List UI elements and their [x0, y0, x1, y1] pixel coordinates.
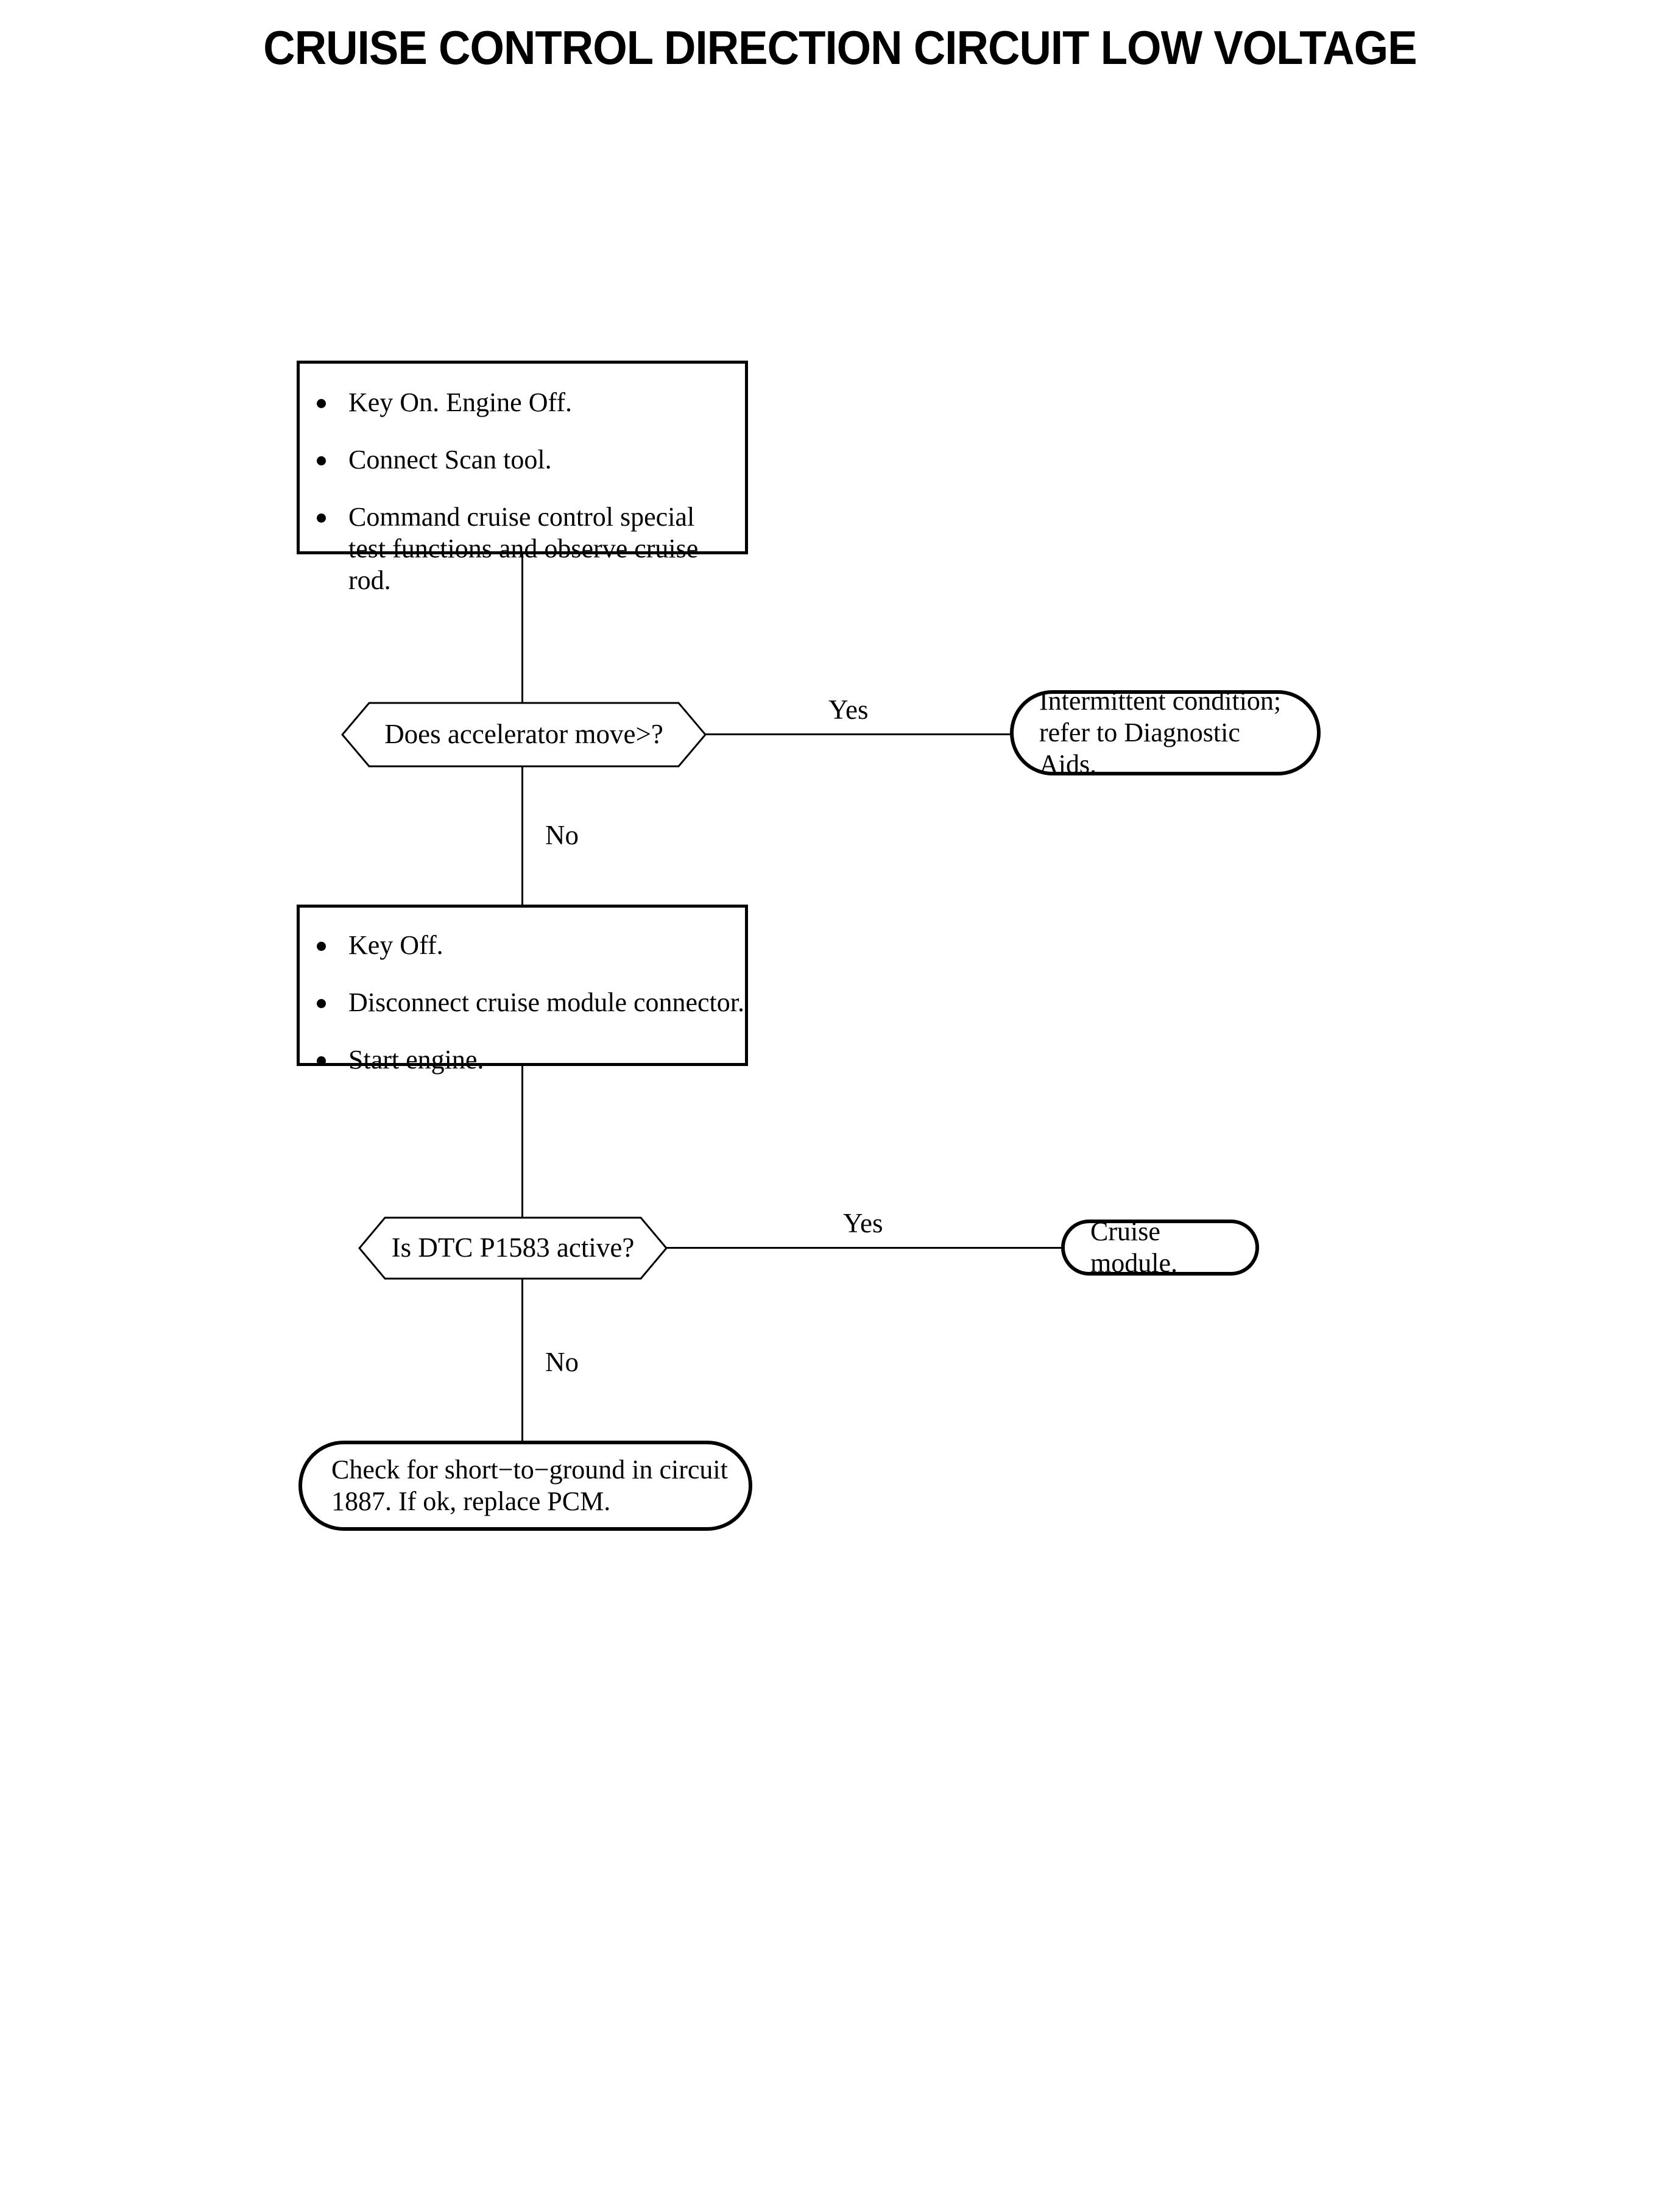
decision1-label: Does accelerator move>?	[384, 719, 663, 750]
outcome1-text-block: Intermittent condition; refer to Diagnos…	[1014, 685, 1317, 780]
list-item: Connect Scan tool.	[300, 444, 745, 476]
connector-step1-to-decision1	[521, 554, 523, 702]
edge-label-no-2: No	[545, 1347, 579, 1377]
connector-decision2-no	[521, 1279, 523, 1441]
connector-step2-to-decision2	[521, 1066, 523, 1217]
decision2-label: Is DTC P1583 active?	[391, 1232, 635, 1263]
step2-bullet-list: Key Off. Disconnect cruise module connec…	[300, 930, 745, 1076]
step2-bullet-1-text: Key Off.	[348, 930, 443, 960]
step1-bullet-1-text: Key On. Engine Off.	[348, 387, 572, 417]
outcome2-line-1: Cruise module.	[1090, 1216, 1177, 1278]
step2-bullet-3-text: Start engine.	[348, 1044, 484, 1075]
edge-label-yes-2: Yes	[843, 1208, 883, 1238]
process-box-step2: Key Off. Disconnect cruise module connec…	[297, 905, 748, 1075]
outcome1-line-1: Intermittent condition;	[1039, 686, 1282, 716]
step2-bullet-2-text: Disconnect cruise module connector.	[348, 987, 745, 1017]
outcome3-line-2: 1887. If ok, replace PCM.	[331, 1486, 611, 1516]
outcome1-line-2: refer to Diagnostic Aids.	[1039, 718, 1240, 779]
outcome3-text-block: Check for short−to−ground in circuit 188…	[302, 1454, 746, 1517]
list-item: Start engine.	[300, 1044, 745, 1076]
outcome3-line-1: Check for short−to−ground in circuit	[331, 1455, 728, 1485]
connector-decision1-no	[521, 766, 523, 905]
decision-hexagon-dtc-active: Is DTC P1583 active?	[358, 1216, 668, 1280]
step1-bullet-2-text: Connect Scan tool.	[348, 444, 552, 475]
list-item: Command cruise control special test func…	[300, 501, 745, 596]
list-item: Key Off.	[300, 930, 745, 961]
step1-bullet-list: Key On. Engine Off. Connect Scan tool. C…	[300, 387, 745, 596]
list-item: Key On. Engine Off.	[300, 387, 745, 418]
terminator-intermittent-condition: Intermittent condition; refer to Diagnos…	[1010, 686, 1321, 779]
terminator-cruise-module: Cruise module.	[1061, 1216, 1259, 1278]
terminator-check-short-to-ground: Check for short−to−ground in circuit 188…	[298, 1441, 752, 1531]
process-box-step1: Key On. Engine Off. Connect Scan tool. C…	[297, 361, 748, 595]
connector-decision1-yes	[705, 733, 1012, 735]
list-item: Disconnect cruise module connector.	[300, 987, 745, 1019]
connector-decision2-yes	[666, 1247, 1065, 1249]
decision-hexagon-accelerator-move: Does accelerator move>?	[341, 702, 707, 768]
page-title: CRUISE CONTROL DIRECTION CIRCUIT LOW VOL…	[263, 21, 1417, 74]
edge-label-yes-1: Yes	[828, 694, 869, 725]
edge-label-no-1: No	[545, 820, 579, 850]
step1-bullet-3-text: Command cruise control special test func…	[348, 501, 699, 595]
outcome2-text-block: Cruise module.	[1065, 1216, 1255, 1279]
